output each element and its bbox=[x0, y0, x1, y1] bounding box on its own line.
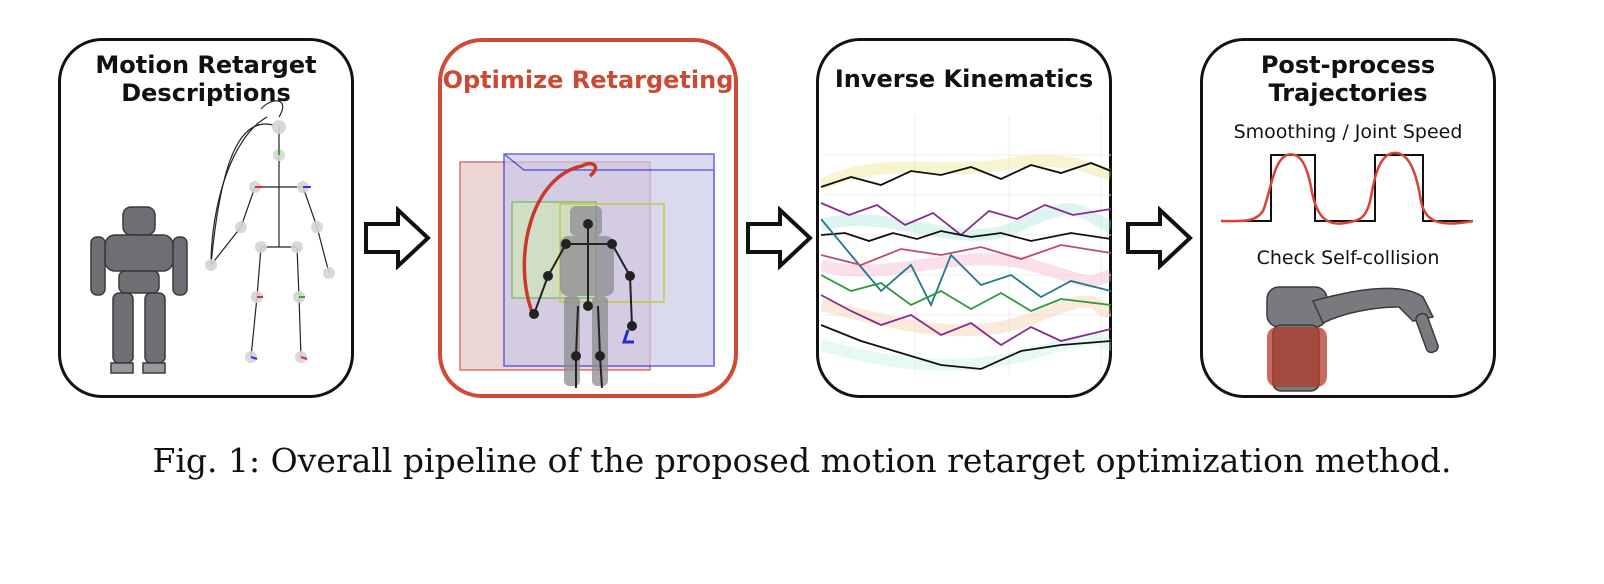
smoothing-label: Smoothing / Joint Speed bbox=[1233, 121, 1463, 143]
robot-skeleton-icon bbox=[90, 100, 335, 374]
right-arrow-icon bbox=[1124, 205, 1194, 274]
bounding-box-robot-icon bbox=[459, 153, 715, 389]
figure-caption: Fig. 1: Overall pipeline of the proposed… bbox=[152, 441, 1452, 480]
panel-post-process-trajectories: Post-process Trajectories Smoothing / Jo… bbox=[1200, 38, 1496, 398]
panel-title-line2: Descriptions bbox=[121, 79, 291, 107]
right-arrow-icon bbox=[744, 205, 814, 274]
panel-title: Optimize Retargeting bbox=[442, 66, 734, 94]
panel-title: Inverse Kinematics bbox=[834, 65, 1094, 93]
panel-title-line1: Motion Retarget bbox=[95, 51, 317, 79]
self-collision-label: Check Self-collision bbox=[1256, 247, 1440, 269]
panel-title-line2: Trajectories bbox=[1268, 79, 1428, 107]
joint-trajectory-plot-icon bbox=[821, 115, 1111, 375]
self-collision-robot-icon bbox=[1266, 286, 1439, 392]
right-arrow-icon bbox=[362, 205, 432, 274]
smoothing-curve-icon bbox=[1220, 151, 1474, 225]
panel-inverse-kinematics: Inverse Kinematics bbox=[816, 38, 1112, 398]
panel-optimize-retargeting: Optimize Retargeting bbox=[438, 38, 738, 398]
panel-title-line1: Post-process bbox=[1260, 51, 1436, 79]
panel-motion-retarget-descriptions: Motion Retarget Descriptions bbox=[58, 38, 354, 398]
